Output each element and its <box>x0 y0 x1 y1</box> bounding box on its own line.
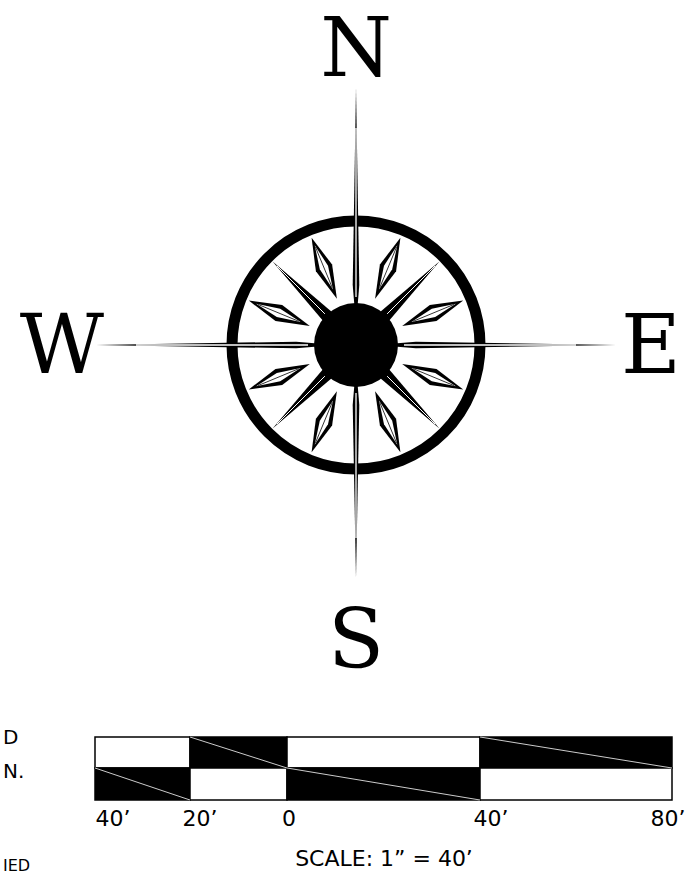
center-disc <box>314 303 398 387</box>
scale-tick-label: 0 <box>282 808 296 830</box>
note-fragment: N. <box>3 761 24 781</box>
scale-tick-label: 40’ <box>96 808 131 830</box>
north-letter: N <box>320 7 392 89</box>
scale-bar <box>95 737 672 800</box>
compass-rose <box>96 88 616 578</box>
scale-caption: SCALE: 1” = 40’ <box>295 848 473 870</box>
west-letter: W <box>20 304 104 386</box>
south-letter: S <box>328 599 384 681</box>
scale-tick-label: 40’ <box>474 808 509 830</box>
scale-tick-label: 80’ <box>651 808 686 830</box>
note-fragment: IED <box>3 858 30 874</box>
note-fragment: D <box>3 727 18 747</box>
east-letter: E <box>621 304 681 386</box>
cardinal-points <box>96 88 616 578</box>
scale-tick-label: 20’ <box>183 808 218 830</box>
